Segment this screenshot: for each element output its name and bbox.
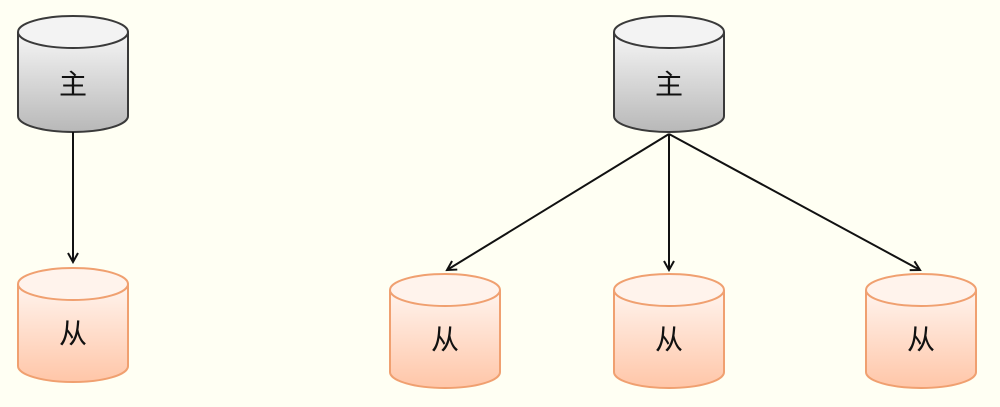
right-slave-db-3: 从 — [865, 273, 977, 389]
right-slave-label-1: 从 — [431, 323, 459, 356]
right-master-label: 主 — [655, 68, 683, 101]
left-master-label: 主 — [59, 68, 87, 101]
right-slave-db-2: 从 — [613, 273, 725, 389]
right-slave-label-3: 从 — [907, 323, 935, 356]
right-replication-arrow-1 — [447, 133, 670, 270]
right-master-db: 主 — [613, 15, 725, 133]
left-slave-label: 从 — [59, 317, 87, 350]
left-slave-db: 从 — [17, 267, 129, 383]
right-slave-label-2: 从 — [655, 323, 683, 356]
left-master-db: 主 — [17, 15, 129, 133]
right-replication-arrow-3 — [668, 133, 920, 270]
right-slave-db-1: 从 — [389, 273, 501, 389]
